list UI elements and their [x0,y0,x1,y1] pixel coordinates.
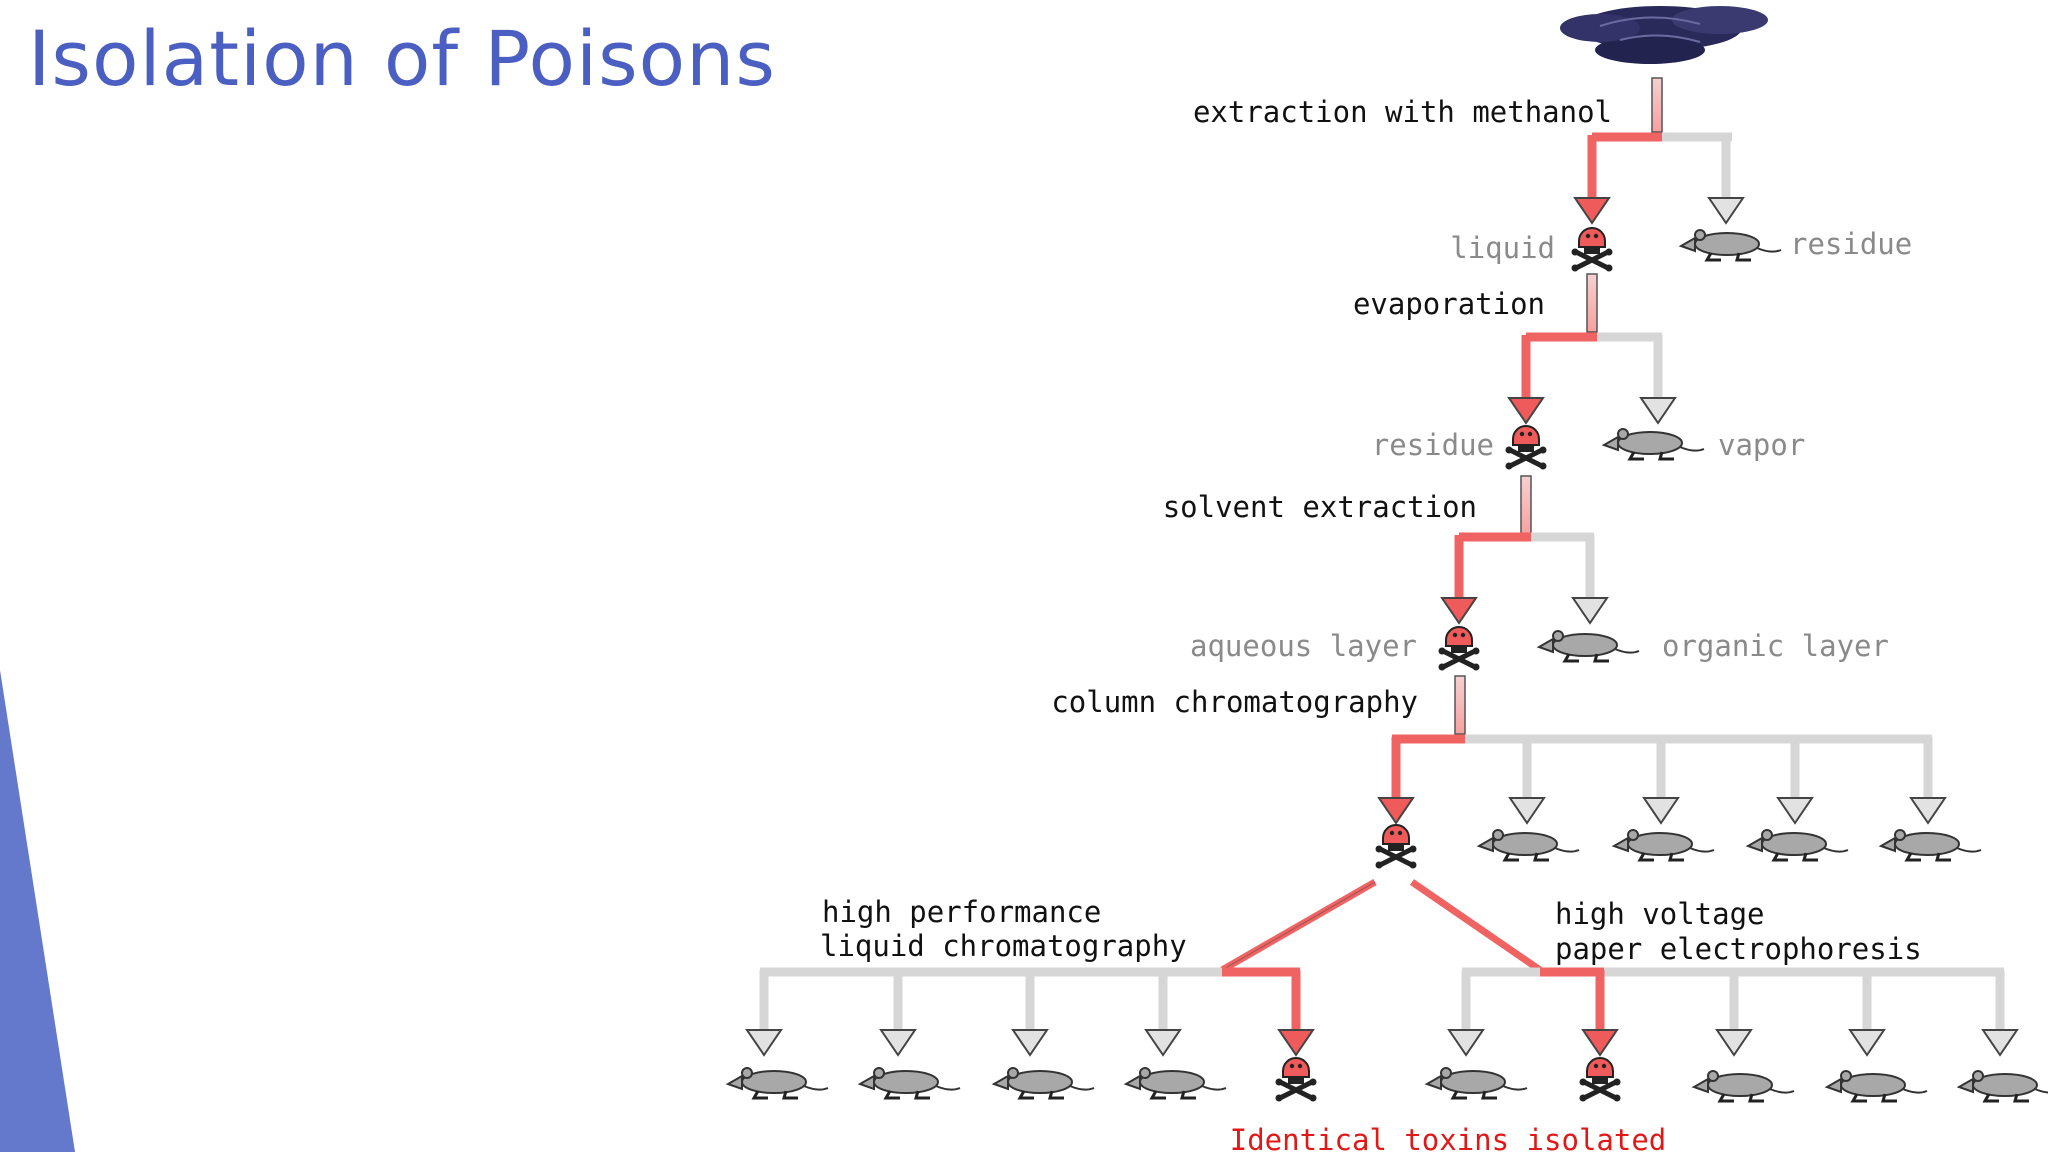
mouse-icon [1477,828,1581,862]
step-label: column chromatography [1051,685,1418,719]
step-label: high voltage [1555,897,1765,931]
skull-crossbones-icon [1276,1058,1317,1102]
fraction-label: liquid [1450,231,1555,265]
mouse-icon [1425,1066,1529,1100]
mouse-icon [726,1066,830,1100]
slide-title: Isolation of Poisons [28,14,776,103]
mouse-icon [858,1066,962,1100]
skull-crossbones-icon [1580,1058,1621,1102]
step-label: liquid chromatography [820,929,1187,963]
skull-crossbones-icon [1376,825,1417,869]
fraction-label: aqueous layer [1190,629,1417,663]
step-label: paper electrophoresis [1555,932,1922,966]
mouse-icon [1602,427,1706,461]
step-label: evaporation [1353,287,1545,321]
step-label: high performance [822,895,1101,929]
step-label: extraction with methanol [1193,95,1612,129]
stage-solvent-extraction: solvent extraction aqueous layer organic… [1163,475,1889,671]
mouse-icon [1957,1069,2048,1103]
split-connectors [1220,878,1542,974]
mouse-icon [1746,828,1850,862]
stage-hplc: high performance liquid chromatography [726,895,1317,1102]
fraction-label: vapor [1718,428,1805,462]
fraction-label: residue [1790,227,1912,261]
skull-crossbones-icon [1439,627,1480,671]
fraction-label: residue [1372,428,1494,462]
mouse-icon [992,1066,1096,1100]
stage-extraction: extraction with methanol liquid residue [1193,77,1912,272]
skull-crossbones-icon [1572,228,1613,272]
mouse-icon [1879,828,1983,862]
skull-crossbones-icon [1506,426,1547,470]
mouse-icon [1692,1069,1796,1103]
mouse-icon [1537,629,1641,663]
stage-electrophoresis: high voltage paper electrophoresis [1425,897,2048,1103]
accent-bar [0,0,80,1152]
mouse-icon [1679,228,1783,262]
mouse-icon [1124,1066,1228,1100]
fraction-label: organic layer [1662,629,1889,663]
step-label: solvent extraction [1163,490,1477,524]
stage-evaporation: evaporation residue vapor [1353,273,1805,470]
mouse-icon [1612,828,1716,862]
mushroom-cluster-icon [1560,6,1768,64]
stage-column-chromatography: column chromatography [1051,675,1983,869]
result-label: Identical toxins isolated [1230,1123,1667,1152]
mouse-icon [1825,1069,1929,1103]
